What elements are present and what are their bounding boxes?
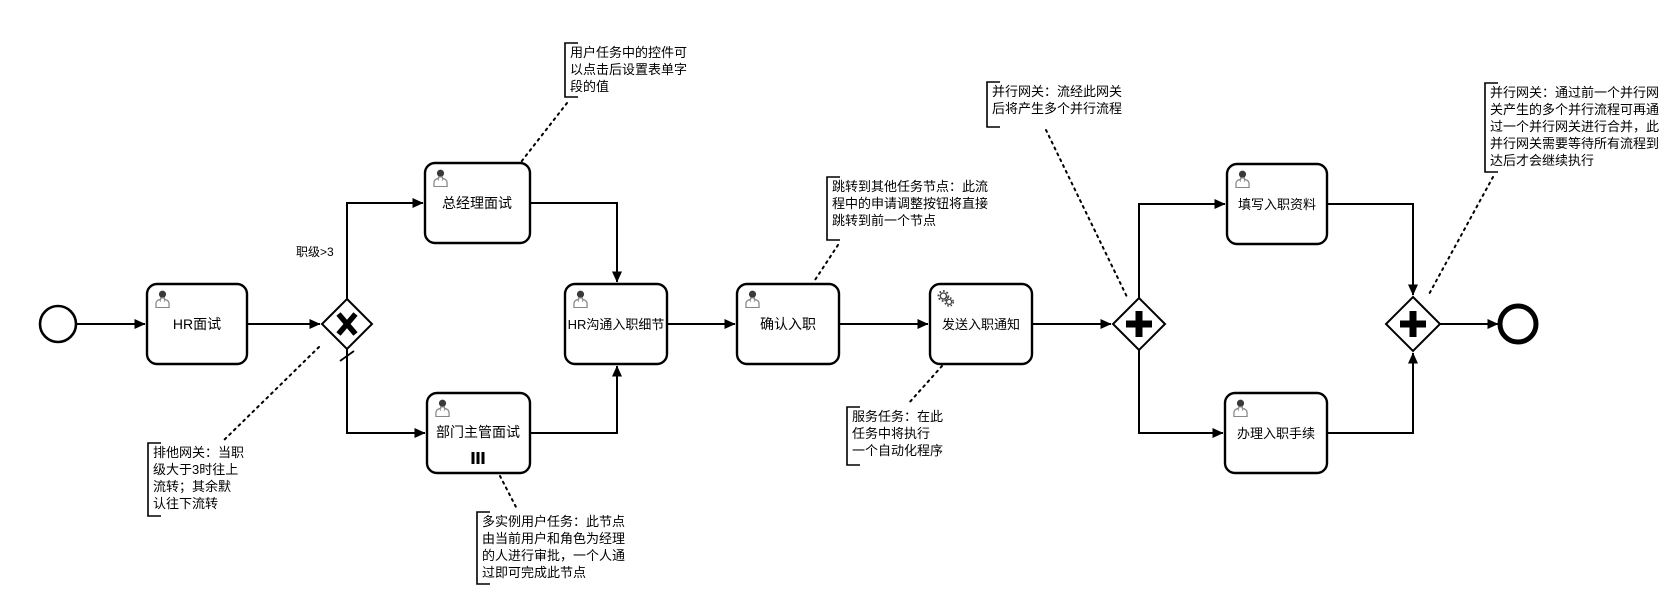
task-confirm-onboarding[interactable]: 确认入职 [735, 282, 841, 366]
task-label: HR面试 [173, 316, 221, 332]
parallel-gateway-join[interactable] [1384, 295, 1442, 353]
annotation-line: 跳转到其他任务节点：此流 [832, 179, 988, 194]
start-event[interactable] [38, 304, 78, 344]
annotation-line: 并行网关：流经此网关 [992, 84, 1122, 99]
sequence-flows [76, 198, 1499, 438]
annotation-line: 过一个并行网关进行合并，此 [1490, 119, 1659, 134]
task-shape[interactable] [928, 282, 1034, 366]
annotation-line: 过即可完成此节点 [482, 565, 586, 580]
flow-fill-info-to-join [1327, 203, 1418, 296]
annotation-bracket [564, 42, 578, 98]
task-shape[interactable] [423, 161, 532, 245]
task-label: 部门主管面试 [436, 424, 520, 440]
task-shape[interactable] [145, 282, 249, 366]
task-shape[interactable] [425, 391, 532, 475]
annotation-bracket [826, 176, 840, 241]
x-cross-icon [336, 312, 358, 336]
annotation-bracket [986, 81, 1000, 128]
task-label: 总经理面试 [442, 195, 512, 211]
annotation-line: 排他网关：当职 [153, 445, 244, 460]
annotation-line: 认往下流转 [153, 496, 218, 511]
task-shape[interactable] [1225, 162, 1329, 246]
annotation-parallel-gateway-split[interactable]: 并行网关：流经此网关 后将产生多个并行流程 [986, 81, 1122, 128]
task-hr-interview[interactable]: HR面试 [145, 282, 249, 366]
annotation-line: 并行网关需要等待所有流程到 [1490, 136, 1659, 151]
task-fill-onboarding-info[interactable]: 填写入职资料 [1225, 162, 1329, 246]
annotation-associations [221, 102, 1494, 510]
annotation-bracket [846, 406, 860, 466]
annotation-line: 以点击后设置表单字 [570, 62, 687, 77]
annotation-line: 用户任务中的控件可 [570, 45, 687, 60]
flow-split-to-fill-info [1138, 199, 1226, 298]
annotation-line: 一个自动化程序 [852, 443, 943, 458]
association-dotted-line [499, 475, 518, 510]
task-gm-interview[interactable]: 总经理面试 [423, 161, 532, 245]
flow-procedure-to-join [1327, 352, 1418, 434]
flow-gateway-to-gm-interview [346, 198, 424, 299]
task-label: HR沟通入职细节 [568, 317, 665, 332]
exclusive-gateway[interactable] [320, 297, 374, 351]
flow-gm-interview-to-details [530, 202, 622, 283]
annotation-line: 任务中将执行 [852, 426, 930, 441]
association-dotted-line [1427, 176, 1494, 297]
parallel-gateway-split[interactable] [1111, 296, 1167, 352]
annotation-line: 服务任务：在此 [852, 409, 943, 424]
annotation-parallel-gateway-join[interactable]: 并行网关：通过前一个并行网 关产生的多个并行流程可再通 过一个并行网关进行合并，… [1484, 82, 1659, 173]
annotation-multi-instance-task[interactable]: 多实例用户任务：此节点 由当前用户和角色为经理 的人进行审批，一个人通 过即可完… [476, 511, 625, 585]
flow-dept-interview-to-details [530, 365, 622, 434]
task-dept-manager-interview[interactable]: 部门主管面试 [425, 391, 532, 475]
association-dotted-line [1045, 129, 1129, 300]
flow-gateway-to-dept-interview [346, 349, 426, 438]
association-dotted-line [812, 244, 839, 284]
annotation-line: 后将产生多个并行流程 [992, 101, 1122, 116]
annotation-line: 段的值 [570, 79, 609, 94]
annotation-user-task-controls[interactable]: 用户任务中的控件可 以点击后设置表单字 段的值 [564, 42, 687, 98]
annotation-line: 的人进行审批，一个人通 [482, 548, 625, 563]
annotation-line: 由当前用户和角色为经理 [482, 531, 625, 546]
task-label: 发送入职通知 [942, 317, 1020, 332]
flow-split-to-procedure [1138, 350, 1224, 438]
task-label: 确认入职 [760, 316, 816, 332]
annotation-line: 并行网关：通过前一个并行网 [1490, 85, 1659, 100]
annotation-service-task[interactable]: 服务任务：在此 任务中将执行 一个自动化程序 [846, 406, 943, 466]
annotation-line: 关产生的多个并行流程可再通 [1490, 102, 1659, 117]
task-hr-onboarding-details[interactable]: HR沟通入职细节 [563, 282, 669, 366]
multi-instance-icon [471, 452, 485, 464]
task-send-onboarding-notice[interactable]: 发送入职通知 [928, 282, 1034, 366]
association-dotted-line [907, 365, 943, 405]
condition-label: 职级>3 [296, 245, 334, 259]
plus-cross-icon [1126, 311, 1152, 337]
annotation-line: 跳转到前一个节点 [832, 213, 936, 228]
annotation-line: 程中的申请调整按钮将直接 [832, 196, 988, 211]
annotation-jump-to-node[interactable]: 跳转到其他任务节点：此流 程中的申请调整按钮将直接 跳转到前一个节点 [826, 176, 988, 241]
plus-cross-icon [1400, 311, 1426, 337]
annotation-bracket [147, 442, 161, 517]
association-dotted-line [221, 346, 320, 443]
task-shape[interactable] [563, 282, 669, 366]
annotation-line: 级大于3时往上 [153, 462, 238, 477]
annotation-line: 达后才会继续执行 [1490, 153, 1594, 168]
end-event[interactable] [1497, 303, 1539, 345]
task-shape[interactable] [1223, 391, 1329, 475]
annotation-line: 流转；其余默 [153, 479, 231, 495]
task-handle-onboarding-procedure[interactable]: 办理入职手续 [1223, 391, 1329, 475]
task-label: 办理入职手续 [1237, 426, 1315, 441]
annotation-exclusive-gateway[interactable]: 排他网关：当职 级大于3时往上 流转；其余默 认往下流转 [147, 442, 244, 517]
annotation-bracket [1484, 82, 1498, 173]
association-dotted-line [520, 102, 568, 163]
task-label: 填写入职资料 [1238, 197, 1316, 212]
task-shape[interactable] [735, 282, 841, 366]
annotation-bracket [476, 511, 490, 585]
default-flow-marker-icon [339, 350, 355, 362]
annotation-line: 多实例用户任务：此节点 [482, 514, 625, 529]
